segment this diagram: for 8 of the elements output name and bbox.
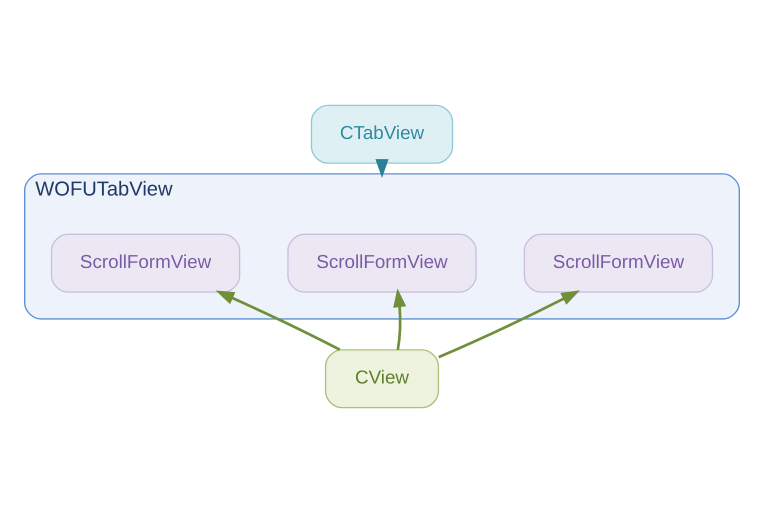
- arrow: [438, 290, 580, 358]
- node-box: ScrollFormView: [287, 233, 477, 292]
- arrow: [375, 158, 389, 178]
- arrow: [216, 290, 340, 350]
- node-box: ScrollFormView: [524, 233, 714, 292]
- node-box: CView: [324, 348, 440, 408]
- arrow: [393, 288, 406, 350]
- node-box: ScrollFormView: [50, 233, 240, 292]
